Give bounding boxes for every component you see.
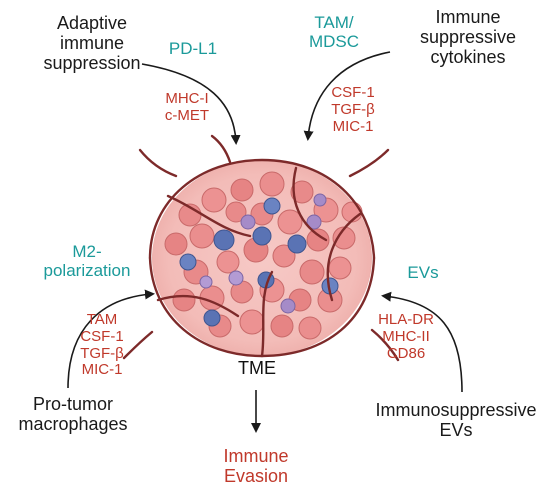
top-right-title: Immune suppressive cytokines: [406, 7, 530, 67]
top-right-title-line: cytokines: [430, 47, 506, 68]
top-right-factors: CSF-1 TGF-β MIC-1: [318, 84, 388, 135]
top-left-factor: c-MET: [164, 106, 210, 124]
purple-immune-cells: [199, 193, 327, 314]
top-left-title-line: suppression: [43, 53, 141, 74]
bottom-right-title: Immunosuppressive EVs: [368, 400, 544, 440]
top-right-title-line: Immune: [435, 7, 501, 27]
top-right-factor: TGF-β: [331, 100, 375, 118]
top-right-title-line: suppressive: [419, 27, 517, 48]
top-right-factor: MIC-1: [332, 117, 374, 135]
bottom-right-factor: CD86: [386, 344, 426, 362]
bottom-left-mechanism: M2- polarization: [28, 242, 146, 280]
bottom-right-factors: HLA-DR MHC-II CD86: [364, 311, 448, 362]
bottom-left-mechanism-line: polarization: [43, 261, 131, 281]
tme-label: TME: [238, 358, 276, 378]
bottom-left-factor: TGF-β: [80, 344, 124, 362]
bottom-left-title-line: Pro-tumor: [32, 394, 113, 414]
top-right-mechanism-line: TAM/: [314, 13, 354, 32]
arrow-bottom-right: [381, 291, 463, 393]
top-left-title: Adaptive immune suppression: [28, 13, 156, 73]
arrow-top-right: [303, 51, 391, 141]
bottom-left-title-line: macrophages: [18, 414, 128, 435]
arrow-top-left: [141, 63, 241, 145]
bottom-left-factors: TAM CSF-1 TGF-β MIC-1: [62, 311, 142, 379]
top-right-mechanism: TAM/ MDSC: [302, 13, 366, 51]
bottom-right-factor: HLA-DR: [378, 311, 434, 328]
outcome-line: Immune: [223, 446, 289, 466]
bottom-right-mechanism: EVs: [407, 263, 439, 282]
top-right-factor: CSF-1: [331, 84, 375, 101]
bottom-right-title-line: Immunosuppressive: [375, 400, 537, 420]
bottom-right-title-line: EVs: [439, 420, 473, 441]
outcome-line: Evasion: [223, 466, 289, 487]
outcome-label: Immune Evasion: [206, 446, 306, 486]
top-left-factors: MHC-I c-MET: [152, 90, 222, 125]
blood-vessels: [122, 134, 400, 362]
top-right-mechanism-line: MDSC: [308, 32, 360, 52]
top-left-title-line: immune: [59, 33, 125, 54]
bottom-left-factor: CSF-1: [80, 327, 124, 345]
bottom-left-mechanism-line: M2-: [72, 242, 102, 261]
tumor-microenvironment: [122, 134, 400, 362]
top-left-mechanism: PD-L1: [168, 39, 218, 58]
immune-cells: [179, 197, 339, 327]
top-left-title-line: Adaptive: [56, 13, 128, 33]
arrows: [67, 51, 463, 433]
bottom-right-factor: MHC-II: [382, 327, 430, 345]
bottom-left-factor: MIC-1: [81, 361, 123, 379]
bottom-left-factor: TAM: [86, 311, 118, 328]
bottom-left-title: Pro-tumor macrophages: [12, 394, 134, 434]
top-left-factor: MHC-I: [165, 90, 209, 107]
arrow-bottom-left: [67, 289, 155, 389]
